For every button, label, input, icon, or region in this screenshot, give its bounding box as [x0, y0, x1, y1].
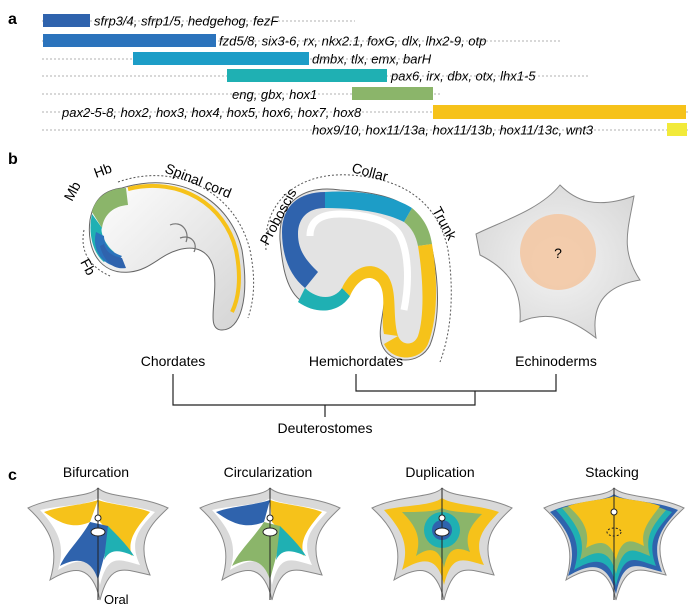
- star-mouth-mark: [91, 528, 105, 536]
- model-title-circularization: Circularization: [224, 464, 313, 480]
- gene-label-5: eng, gbx, hox1: [232, 87, 317, 102]
- gene-label-4: pax6, irx, dbx, otx, lhx1-5: [390, 69, 536, 84]
- star-stacking: [544, 488, 684, 600]
- expression-bar-6: [433, 105, 686, 119]
- tree-label-hemichordates: Hemichordates: [309, 353, 403, 369]
- chordate-embryo: Mb Hb Spinal cord Fb: [61, 160, 254, 330]
- model-title-stacking: Stacking: [585, 464, 639, 480]
- star-center-mark: [611, 509, 617, 515]
- hemichordate-label-collar: Collar: [350, 159, 390, 184]
- panel-letter-b: b: [8, 151, 18, 168]
- model-title-duplication: Duplication: [405, 464, 474, 480]
- phylogeny-tree: Chordates Hemichordates Echinoderms Deut…: [141, 353, 597, 436]
- star-center-mark: [267, 515, 273, 521]
- tree-label-echinoderms: Echinoderms: [515, 353, 597, 369]
- star-mouth-mark: [435, 528, 449, 536]
- expression-bar-7: [667, 123, 687, 136]
- echinoderm: ?: [476, 185, 640, 338]
- chordate-label-mb: Mb: [61, 179, 84, 204]
- oral-label: Oral: [104, 592, 129, 607]
- gene-label-3: dmbx, tlx, emx, barH: [312, 52, 432, 67]
- hemichordate: Proboscis Collar Trunk: [257, 159, 461, 362]
- tree-label-chordates: Chordates: [141, 353, 206, 369]
- model-title-bifurcation: Bifurcation: [63, 464, 129, 480]
- star-circularization: [200, 488, 340, 600]
- gene-label-6: pax2-5-8, hox2, hox3, hox4, hox5, hox6, …: [61, 105, 362, 120]
- expression-bar-2: [43, 34, 216, 47]
- star-bifurcation: [28, 488, 168, 600]
- tree-branch: [173, 374, 475, 405]
- star-mouth-mark: [263, 528, 277, 536]
- echinoderm-question-mark: ?: [554, 245, 562, 261]
- chordate-label-fb: Fb: [77, 256, 99, 278]
- tree-branch: [356, 374, 556, 391]
- star-center-mark: [439, 515, 445, 521]
- gene-label-1: sfrp3/4, sfrp1/5, hedgehog, fezF: [94, 14, 279, 29]
- gene-label-7: hox9/10, hox11/13a, hox11/13b, hox11/13c…: [312, 123, 594, 138]
- expression-bar-1: [43, 14, 90, 27]
- star-duplication: [372, 488, 512, 600]
- tree-label-deuterostomes: Deuterostomes: [278, 420, 373, 436]
- expression-bar-4: [227, 69, 387, 82]
- expression-bar-5: [352, 87, 433, 100]
- panel-letter-a: a: [8, 11, 17, 28]
- expression-bar-3: [133, 52, 309, 65]
- chordate-label-hb: Hb: [92, 160, 114, 181]
- hemichordate-label-trunk: Trunk: [429, 204, 460, 244]
- gene-expression-chart: sfrp3/4, sfrp1/5, hedgehog, fezF fzd5/8,…: [42, 14, 688, 138]
- panel-letter-c: c: [8, 467, 17, 484]
- gene-label-2: fzd5/8, six3-6, rx, nkx2.1, foxG, dlx, l…: [219, 34, 486, 49]
- star-center-mark: [95, 515, 101, 521]
